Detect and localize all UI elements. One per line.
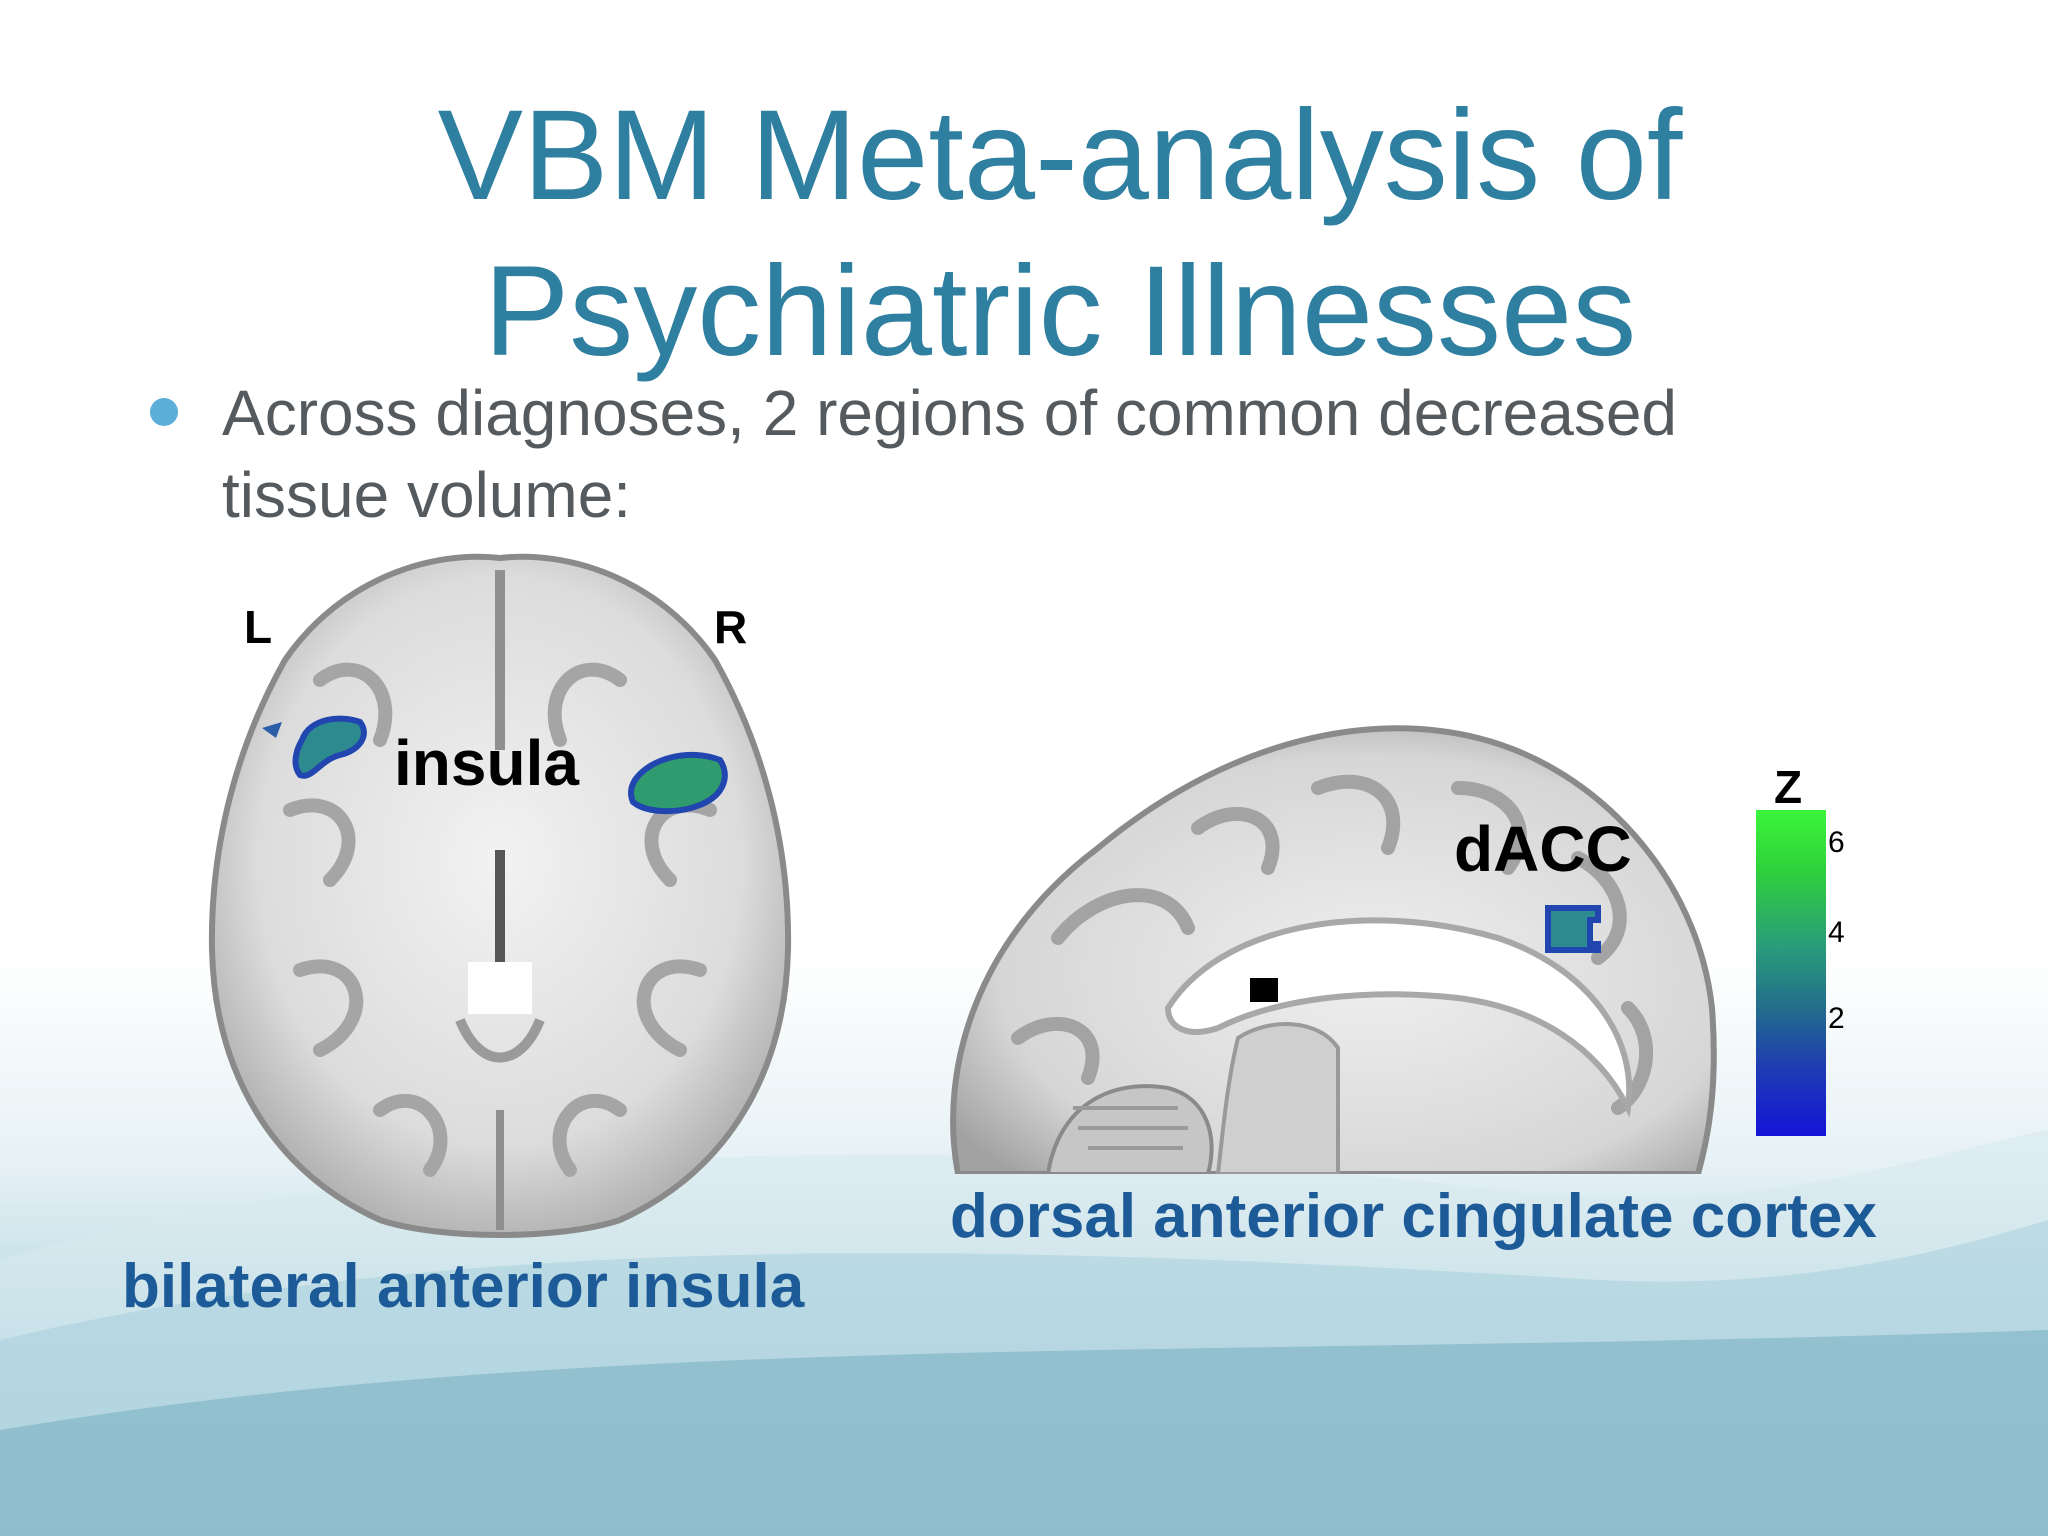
axial-brain-image xyxy=(208,553,792,1238)
colorbar-tick: 6 xyxy=(1828,826,1845,859)
dacc-caption: dorsal anterior cingulate cortex xyxy=(950,1182,1877,1251)
bullet-dot-icon xyxy=(150,398,178,426)
colorbar-tick: 2 xyxy=(1828,1002,1845,1035)
bullet-text: Across diagnoses, 2 regions of common de… xyxy=(222,377,1677,531)
dacc-label: dACC xyxy=(1454,813,1632,885)
insula-label: insula xyxy=(394,727,579,799)
left-marker: L xyxy=(244,601,273,653)
colorbar-label: Z xyxy=(1774,761,1803,813)
page-title: VBM Meta-analysis of Psychiatric Illness… xyxy=(437,84,1683,383)
right-marker: R xyxy=(714,601,748,653)
insula-caption: bilateral anterior insula xyxy=(122,1252,805,1321)
sagittal-brain-image xyxy=(950,725,1717,1174)
colorbar-tick: 4 xyxy=(1828,916,1845,949)
z-colorbar xyxy=(1756,810,1826,1136)
